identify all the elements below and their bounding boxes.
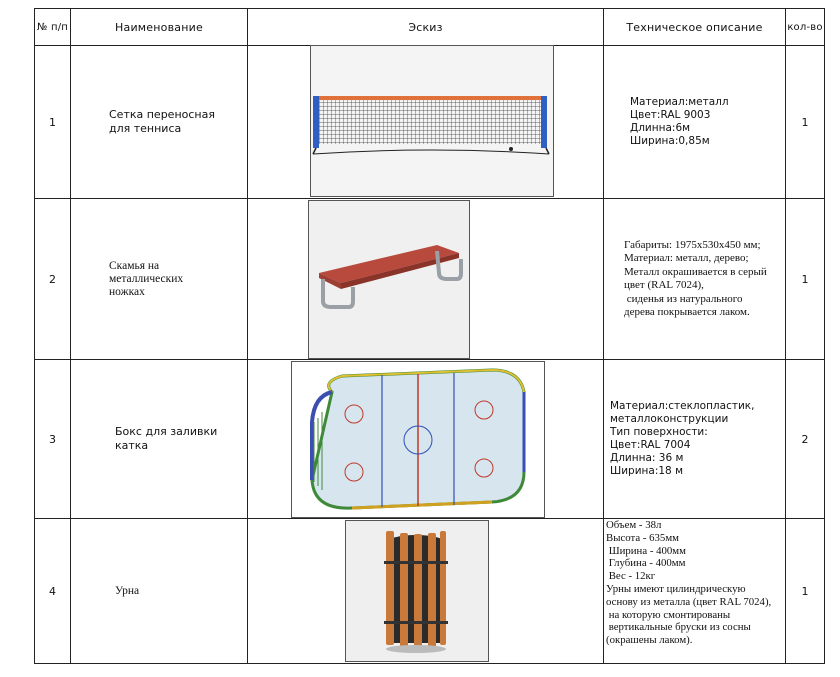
table-row: 1 Сетка переносная для тенниса xyxy=(34,45,825,199)
row-number: 3 xyxy=(34,359,71,519)
quantity: 1 xyxy=(785,45,825,199)
row-number: 2 xyxy=(34,198,71,360)
quantity: 1 xyxy=(785,198,825,360)
specification-table: № п/п Наименование Эскиз Техническое опи… xyxy=(34,8,825,664)
header-sketch: Эскиз xyxy=(247,8,604,46)
quantity: 1 xyxy=(785,518,825,664)
header-qty: кол-во xyxy=(785,8,825,46)
sketch-cell xyxy=(247,518,604,664)
tennis-net-image xyxy=(310,45,554,197)
row-number: 1 xyxy=(34,45,71,199)
header-num: № п/п xyxy=(34,8,71,46)
item-name: Сетка переносная для тенниса xyxy=(70,45,248,199)
item-name: Бокс для заливки катка xyxy=(70,359,248,519)
header-name: Наименование xyxy=(70,8,248,46)
trash-bin-image xyxy=(345,520,489,662)
row-number: 4 xyxy=(34,518,71,664)
spec-cell: Материал:металл Цвет:RAL 9003 Длинна:6м … xyxy=(603,45,786,199)
header-row: № п/п Наименование Эскиз Техническое опи… xyxy=(34,8,825,46)
spec-cell: Объем - 38л Высота - 635мм Ширина - 400м… xyxy=(603,518,786,664)
header-spec: Техническое описание xyxy=(603,8,786,46)
bench-image xyxy=(308,200,470,359)
ice-rink-image xyxy=(291,361,545,518)
sketch-cell xyxy=(247,45,604,199)
sketch-cell xyxy=(247,198,604,360)
table-row: 3 Бокс для заливки катка xyxy=(34,359,825,519)
quantity: 2 xyxy=(785,359,825,519)
sketch-cell xyxy=(247,359,604,519)
item-name: Скамья на металлических ножках xyxy=(70,198,248,360)
item-name: Урна xyxy=(70,518,248,664)
table-row: 4 Урна xyxy=(34,518,825,664)
specification-sheet: № п/п Наименование Эскиз Техническое опи… xyxy=(34,8,825,664)
table-row: 2 Скамья на металлических ножках Габарит… xyxy=(34,198,825,360)
spec-cell: Габариты: 1975х530х450 мм; Материал: мет… xyxy=(603,198,786,360)
spec-cell: Материал:стеклопластик, металлоконструкц… xyxy=(603,359,786,519)
